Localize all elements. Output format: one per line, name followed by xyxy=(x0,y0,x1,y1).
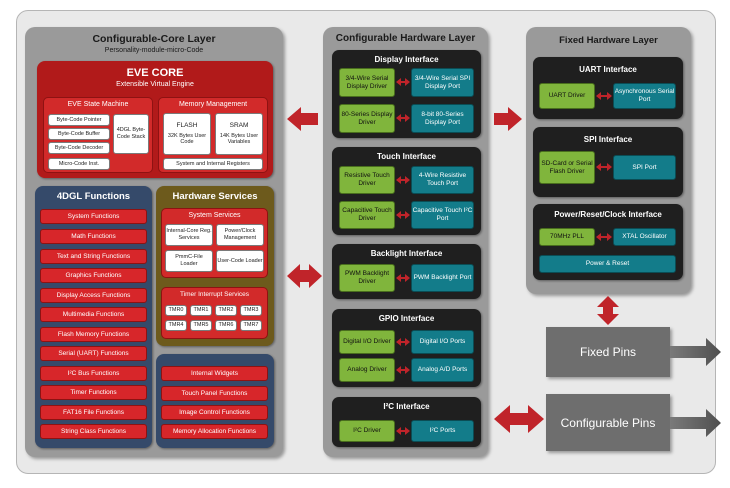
touch-driver: Resistive Touch Driver xyxy=(339,166,395,194)
function-item: Flash Memory Functions xyxy=(40,327,147,342)
state-machine-item: Micro-Code Inst. xyxy=(48,158,110,170)
i2c-port: I²C Ports xyxy=(411,420,474,442)
arrow-bidirectional-icon xyxy=(287,264,322,288)
gpio-driver: Digital I/O Driver xyxy=(339,330,395,354)
function-item: Graphics Functions xyxy=(40,268,147,283)
function-item: FAT16 File Functions xyxy=(40,405,147,420)
timer-item: TMR5 xyxy=(190,320,212,331)
display-port: 3/4-Wire Serial SPI Display Port xyxy=(411,68,474,97)
gpio-port: Analog A/D Ports xyxy=(411,358,474,382)
widget-item: Touch Panel Functions xyxy=(161,386,268,401)
system-service-item: Power/Clock Management xyxy=(216,224,264,246)
function-item: I²C Bus Functions xyxy=(40,366,147,381)
display-driver: 80-Series Display Driver xyxy=(339,104,395,133)
arrow-left-icon xyxy=(287,107,318,131)
eve-core-subtitle: Extensible Virtual Engine xyxy=(116,81,194,88)
power-reset-block: Power & Reset xyxy=(539,255,676,273)
timer-item: TMR4 xyxy=(165,320,187,331)
uart-port: Asynchronous Serial Port xyxy=(613,83,676,109)
arrow-vertical-icon xyxy=(597,296,619,325)
system-registers: System and Internal Registers xyxy=(163,158,263,170)
state-machine-item: Byte-Code Pointer xyxy=(48,114,110,126)
spi-port: SPI Port xyxy=(613,155,676,180)
flash-block: FLASH 32K Bytes User Code xyxy=(163,113,211,155)
flash-title: FLASH xyxy=(176,122,198,129)
timer-item: TMR2 xyxy=(215,305,237,316)
timer-item: TMR6 xyxy=(215,320,237,331)
uart-driver: UART Driver xyxy=(539,83,595,109)
spi-interface-title: SPI Interface xyxy=(583,135,633,144)
display-driver: 3/4-Wire Serial Display Driver xyxy=(339,68,395,97)
xtal-block: XTAL Oscillator xyxy=(613,228,676,246)
i2c-driver: I²C Driver xyxy=(339,420,395,442)
configurable-core-subtitle: Personality-module-micro-Code xyxy=(104,47,204,54)
timer-services-title: Timer Interrupt Services xyxy=(179,291,250,298)
function-item: Math Functions xyxy=(40,229,147,244)
widget-item: Internal Widgets xyxy=(161,366,268,381)
function-item: System Functions xyxy=(40,209,147,224)
bytecode-stack: 4DGL Byte-Code Stack xyxy=(113,114,149,154)
touch-port: Capacitive Touch I²C Port xyxy=(411,201,474,229)
sram-desc: 14K Bytes User Variables xyxy=(219,132,259,146)
system-service-item: User-Code Loader xyxy=(216,250,264,272)
touch-driver: Capacitive Touch Driver xyxy=(339,201,395,229)
function-item: Serial (UART) Functions xyxy=(40,346,147,361)
spi-driver: SD-Card or Serial Flash Driver xyxy=(539,151,595,184)
touch-port: 4-Wire Resistive Touch Port xyxy=(411,166,474,194)
state-machine-item: Byte-Code Buffer xyxy=(48,128,110,140)
display-interface-title: Display Interface xyxy=(374,55,439,64)
eve-state-machine-title: EVE State Machine xyxy=(67,101,129,108)
backlight-interface-title: Backlight Interface xyxy=(370,249,443,258)
memory-management-title: Memory Management xyxy=(178,101,248,108)
sram-title: SRAM xyxy=(229,122,249,129)
fixed-pins-block: Fixed Pins xyxy=(546,327,670,377)
system-service-item: PmmC-File Loader xyxy=(165,250,213,272)
timer-item: TMR3 xyxy=(240,305,262,316)
timer-item: TMR1 xyxy=(190,305,212,316)
display-port: 8-bit 80-Series Display Port xyxy=(411,104,474,133)
touch-interface-title: Touch Interface xyxy=(377,152,436,161)
timer-item: TMR0 xyxy=(165,305,187,316)
fixed-hardware-title: Fixed Hardware Layer xyxy=(559,35,658,46)
eve-core-title: EVE CORE xyxy=(126,67,184,79)
system-service-item: Internal-Core Reg. Services xyxy=(165,224,213,246)
widget-item: Memory Allocation Functions xyxy=(161,424,268,439)
timer-item: TMR7 xyxy=(240,320,262,331)
state-machine-item: Byte-Code Decoder xyxy=(48,142,110,154)
pll-block: 70MHz PLL xyxy=(539,228,595,246)
flash-desc: 32K Bytes User Code xyxy=(167,132,207,146)
function-item: Display Access Functions xyxy=(40,288,147,303)
widget-item: Image Control Functions xyxy=(161,405,268,420)
functions-4dgl-title: 4DGL Functions xyxy=(56,191,131,202)
system-services-title: System Services xyxy=(188,212,241,219)
gpio-interface-title: GPIO Interface xyxy=(378,314,435,323)
function-item: Multimedia Functions xyxy=(40,307,147,322)
backlight-driver: PWM Backlight Driver xyxy=(339,264,395,292)
arrow-right-icon xyxy=(494,107,522,131)
gpio-port: Digital I/O Ports xyxy=(411,330,474,354)
sram-block: SRAM 14K Bytes User Variables xyxy=(215,113,263,155)
gpio-driver: Analog Driver xyxy=(339,358,395,382)
configurable-hardware-title: Configurable Hardware Layer xyxy=(335,33,476,44)
function-item: String Class Functions xyxy=(40,424,147,439)
uart-interface-title: UART Interface xyxy=(579,65,637,74)
power-interface-title: Power/Reset/Clock Interface xyxy=(554,210,662,219)
pin-arrow-icon xyxy=(670,409,721,437)
pin-arrow-icon xyxy=(670,338,721,366)
configurable-core-title: Configurable-Core Layer xyxy=(92,33,216,45)
arrow-bidirectional-icon xyxy=(494,405,544,433)
configurable-pins-block: Configurable Pins xyxy=(546,394,670,451)
function-item: Text and String Functions xyxy=(40,249,147,264)
function-item: Timer Functions xyxy=(40,385,147,400)
backlight-port: PWM Backlight Port xyxy=(411,264,474,292)
i2c-interface-title: I²C Interface xyxy=(383,402,430,411)
hardware-services-title: Hardware Services xyxy=(172,191,258,202)
